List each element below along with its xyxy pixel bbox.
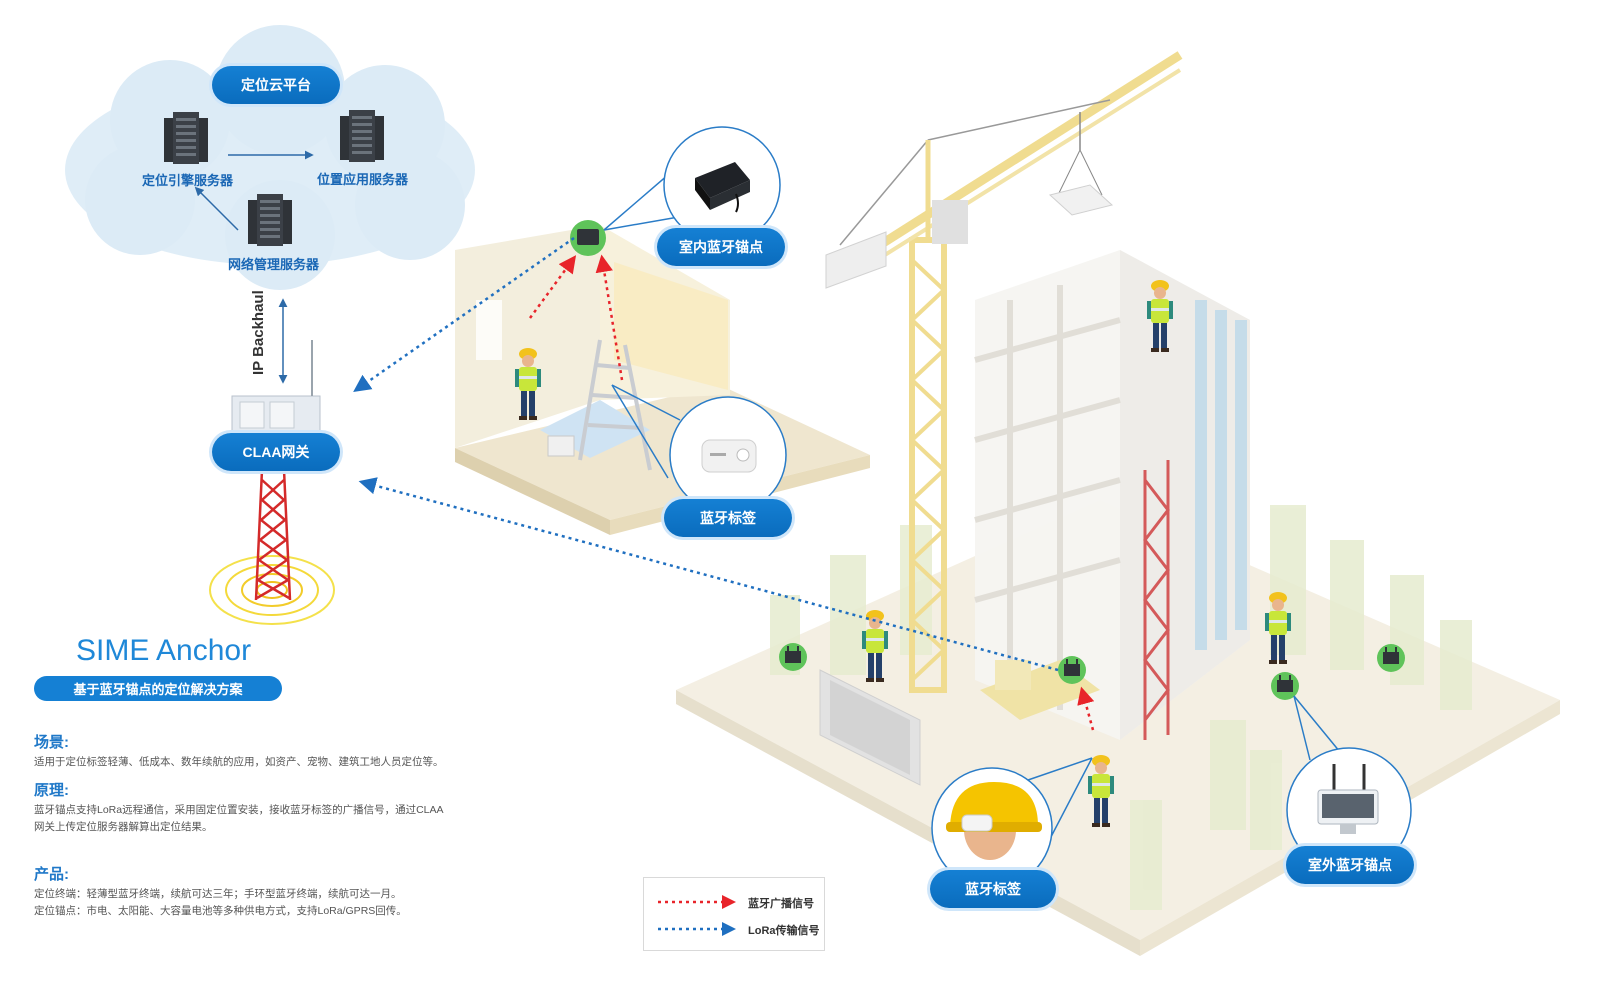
outdoor-anchor-device-icon — [1317, 764, 1379, 834]
outdoor-lora-signal — [358, 477, 1059, 672]
tag-device-icon — [701, 439, 757, 473]
lora-legend-arrow — [658, 922, 736, 936]
engine-server-label: 定位引擎服务器 — [142, 173, 234, 188]
product-text-1: 定位终端：轻薄型蓝牙终端，续航可达三年；手环型蓝牙终端，续航可达一月。 — [34, 888, 402, 900]
anchor-device-icon — [695, 162, 750, 213]
product-heading: 产品: — [34, 866, 69, 883]
outdoor-anchor-badge: 室外蓝牙锚点 — [1286, 846, 1414, 884]
helmet-tag-callout — [931, 757, 1093, 889]
building-icon — [974, 250, 1250, 740]
indoor-tag-callout — [611, 384, 787, 514]
crane-icon — [825, 51, 1183, 693]
gateway-badge: CLAA网关 — [212, 433, 340, 471]
legend-row-lora: LoRa传输信号 — [656, 919, 821, 939]
indoor-anchor-badge: 室内蓝牙锚点 — [657, 228, 785, 266]
app-server-label: 位置应用服务器 — [317, 172, 409, 187]
outdoor-anchor-1 — [778, 642, 808, 672]
billboard — [819, 669, 921, 786]
legend-row-bluetooth: 蓝牙广播信号 — [656, 892, 821, 912]
tower-icon — [209, 469, 335, 625]
brand-tagline: 基于蓝牙锚点的定位解决方案 — [34, 676, 282, 701]
indoor-tag-badge: 蓝牙标签 — [664, 499, 792, 537]
outdoor-anchor-4 — [1376, 643, 1406, 673]
outdoor-anchor-2 — [1057, 655, 1087, 685]
helmet-icon — [946, 782, 1042, 860]
legend-label-bluetooth: 蓝牙广播信号 — [748, 898, 814, 910]
legend: 蓝牙广播信号 LoRa传输信号 — [643, 877, 825, 951]
cloud-platform-badge: 定位云平台 — [212, 66, 340, 104]
principle-text-1: 蓝牙锚点支持LoRa远程通信，采用固定位置安装，接收蓝牙标签的广播信号，通过CL… — [34, 804, 444, 816]
outdoor-anchor-callout — [1286, 695, 1412, 873]
nms-to-engine-arrow — [194, 186, 239, 231]
cloud-shape — [65, 25, 475, 290]
backhaul-label: IP Backhaul — [250, 290, 267, 375]
indoor-lora-signal — [353, 236, 575, 393]
engine-server-icon — [164, 112, 208, 164]
principle-text-2: 网关上传定位服务器解算出定位结果。 — [34, 821, 213, 833]
indoor-anchor-icon — [570, 220, 606, 256]
brand-title: SIME Anchor — [76, 634, 252, 667]
indoor-anchor-callout — [603, 126, 781, 244]
legend-label-lora: LoRa传输信号 — [748, 925, 820, 937]
bluetooth-legend-arrow — [658, 895, 736, 909]
app-server-icon — [340, 110, 384, 162]
indoor-bt-signal-1 — [528, 255, 577, 319]
nms-server-label: 网络管理服务器 — [228, 257, 320, 272]
gateway-icon — [231, 340, 321, 435]
scenario-text: 适用于定位标签轻薄、低成本、数年续航的应用，如资产、宠物、建筑工地人员定位等。 — [34, 756, 444, 768]
scenario-heading: 场景: — [34, 734, 69, 751]
product-text-2: 定位锚点：市电、太阳能、大容量电池等多种供电方式，支持LoRa/GPRS回传。 — [34, 905, 407, 917]
nms-server-icon — [248, 194, 292, 246]
helmet-tag-badge: 蓝牙标签 — [930, 870, 1056, 908]
principle-heading: 原理: — [34, 782, 69, 799]
